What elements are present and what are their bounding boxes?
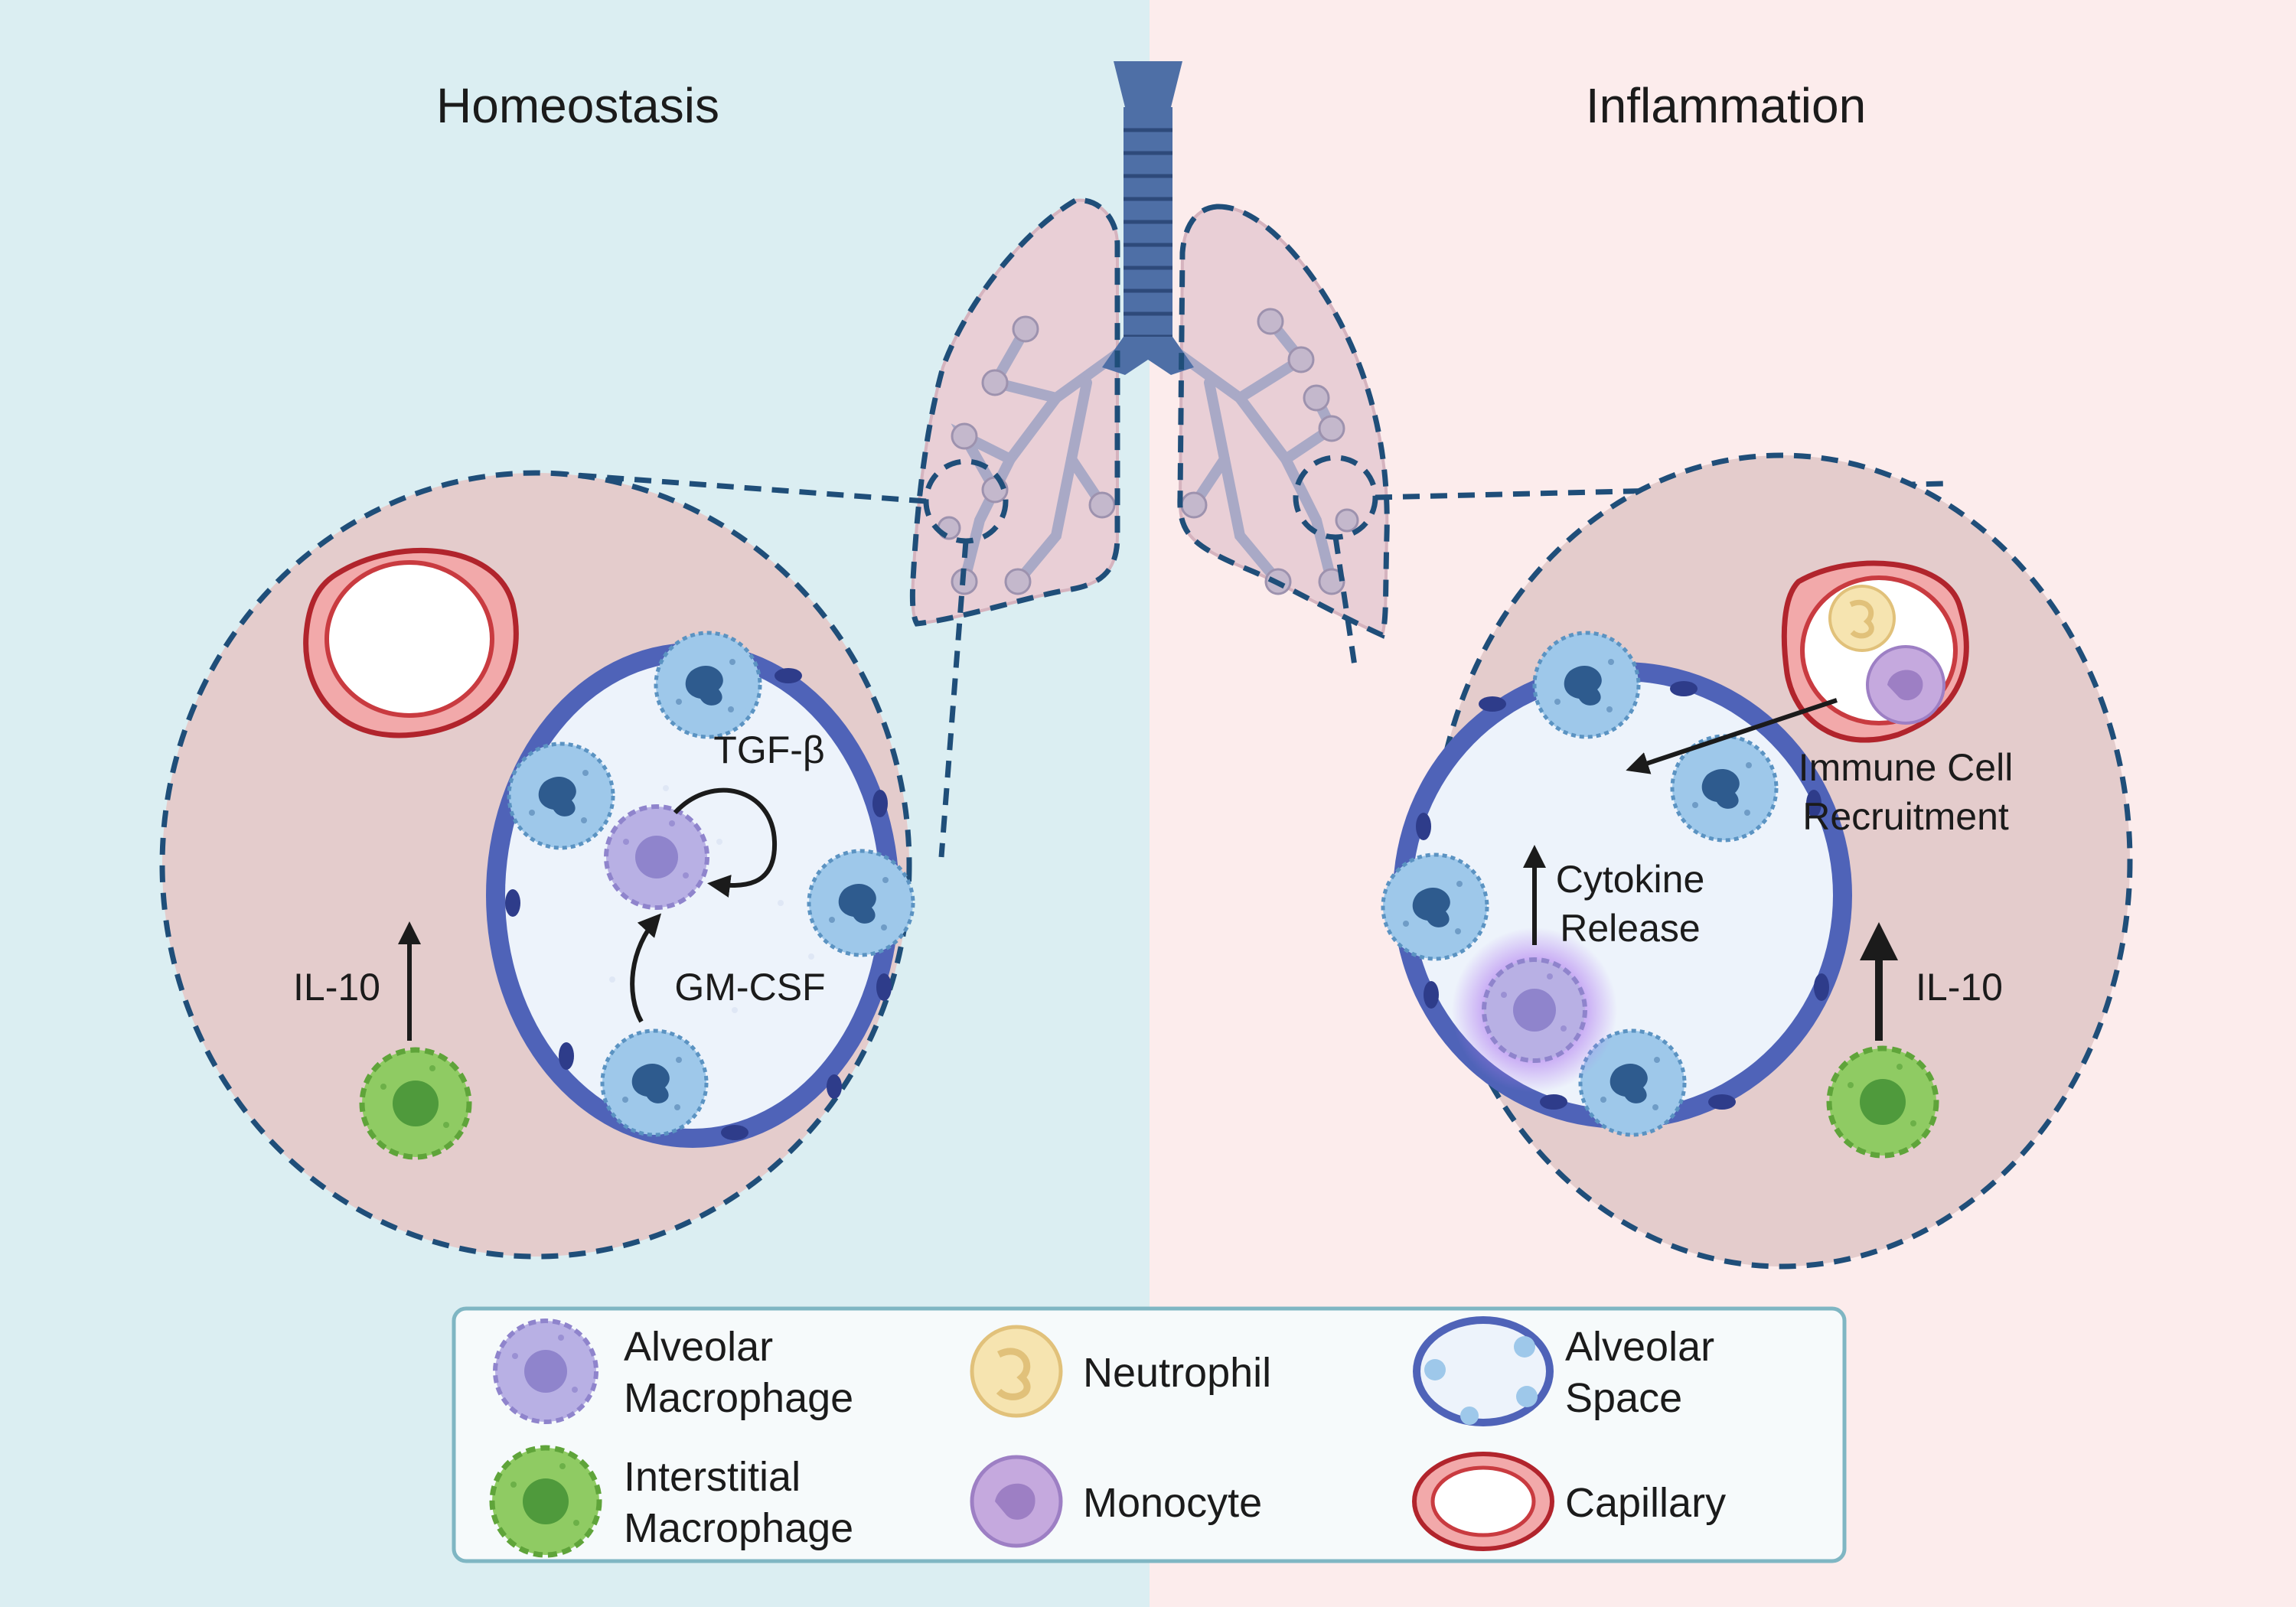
alveolar-macrophage-wall [656,633,760,737]
left-zoom-line-top [566,471,927,504]
legend-interstitial-macrophage-line1: Interstitial [624,1454,801,1500]
legend-alveolar-space-line2: Space [1565,1375,1682,1421]
right-zoom-line-bottom [1332,536,1358,667]
legend-alveolar-space-line1: Alveolar [1565,1324,1714,1370]
neutrophil-icon [970,1325,1063,1418]
legend-capillary: Capillary [1565,1480,1726,1526]
alveolar-macrophage-wall [809,851,913,955]
interstitial-macrophage [362,1050,469,1157]
right-lung-outline [1177,204,1390,639]
trachea-icon [1102,61,1194,375]
legend-neutrophil: Neutrophil [1083,1350,1271,1396]
alveolar-macrophage-wall [1534,633,1639,737]
gm-csf-arrow [630,913,662,1023]
capillary-icon [303,547,519,738]
monocyte-icon [970,1455,1063,1548]
homeostasis-zoom-circle: TGF-β GM-CSF IL-10 [159,470,913,1260]
inflammation-zoom-circle: Cytokine Release Immune Cell Recruitment… [1383,452,2133,1270]
legend: Alveolar Macrophage Interstitial Macroph… [452,1306,1847,1563]
left-zoom-line-bottom [938,540,969,858]
alveolar-macrophage-wall [602,1031,706,1135]
gm-csf-label: GM-CSF [674,966,825,1009]
recruitment-label-line2: Recruitment [1802,795,2009,838]
recruitment-arrow [1626,698,1838,774]
alveolar-macrophage-wall [1383,855,1487,959]
alveolar-macrophage-wall [509,744,613,848]
homeostasis-title: Homeostasis [436,78,719,133]
interstitial-macrophage [1829,1048,1936,1156]
monocyte-icon [1866,645,1945,725]
tgf-beta-label: TGF-β [713,729,824,771]
left-lung-outline [909,197,1120,627]
legend-alveolar-macrophage-line2: Macrophage [624,1375,853,1421]
tgf-beta-arrow [673,787,778,898]
activated-alveolar-macrophage [1484,960,1585,1061]
cytokine-label-line1: Cytokine [1556,858,1705,901]
neutrophil-icon [1828,585,1896,652]
recruitment-label-line1: Immune Cell [1799,746,2014,789]
legend-monocyte: Monocyte [1083,1480,1262,1526]
alveolar-macrophage-icon [495,1321,596,1422]
il10-left-label: IL-10 [293,966,380,1009]
alveolar-space-icon [1413,1316,1554,1426]
capillary-icon [1412,1452,1554,1551]
il10-right-label: IL-10 [1916,966,2003,1009]
cytokine-label-line2: Release [1560,907,1700,950]
legend-alveolar-macrophage-line1: Alveolar [624,1324,773,1370]
legend-interstitial-macrophage-line2: Macrophage [624,1505,853,1551]
alveolar-macrophage [606,807,707,908]
inflammation-title: Inflammation [1586,78,1866,133]
interstitial-macrophage-icon [492,1448,599,1555]
